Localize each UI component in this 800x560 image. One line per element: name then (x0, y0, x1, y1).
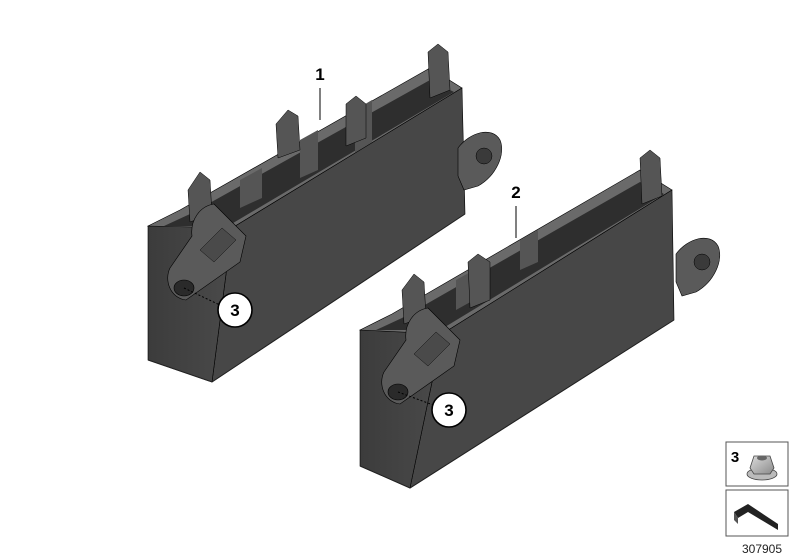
parts-legend: 3 (725, 441, 789, 537)
leader-line-3a (183, 287, 223, 307)
relay-box-part-1 (146, 43, 502, 383)
relay-box-part-2 (358, 149, 720, 489)
callout-leaders (183, 88, 517, 407)
callout-bubble-3b: 3 (431, 392, 467, 428)
callout-part-3a: 3 (230, 301, 239, 320)
callout-part-3b: 3 (444, 401, 453, 420)
angle-bracket-icon (734, 504, 778, 530)
callout-part-2: 2 (511, 183, 520, 202)
catalog-number: 307905 (742, 542, 782, 556)
callout-bubble-3a: 3 (217, 292, 253, 328)
callout-part-1: 1 (315, 65, 324, 84)
leader-line-3b (397, 391, 437, 407)
flange-nut-icon (746, 455, 778, 481)
legend-item-number: 3 (731, 449, 739, 466)
